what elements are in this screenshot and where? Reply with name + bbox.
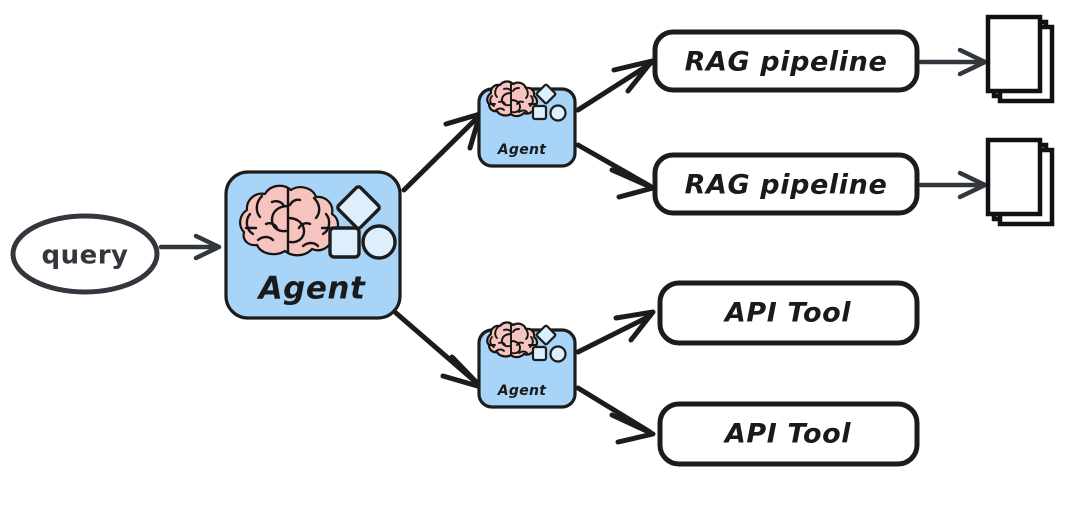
documents-icon	[985, 14, 1055, 104]
diamond-shape	[535, 324, 557, 346]
agent-main-label: Agent	[256, 271, 366, 307]
rag-pipeline-1-label: RAG pipeline	[685, 47, 888, 78]
rag-pipeline-2-box-shape	[652, 152, 920, 216]
edge-agent-sub-top-to-rag-pipeline-2	[575, 142, 656, 200]
node-api-tool-1[interactable]: API Tool	[657, 280, 920, 346]
node-agent-main[interactable]: Agent	[224, 170, 402, 320]
api-tool-2-label: API Tool	[723, 419, 851, 450]
square-shape	[531, 104, 548, 121]
document-page-front	[985, 137, 1043, 217]
diamond-shape	[336, 185, 381, 230]
edge-query-to-agent-main	[158, 233, 222, 261]
node-agent-sub-top[interactable]: Agent	[477, 80, 577, 168]
edge-agent-main-to-agent-sub-top	[401, 111, 483, 193]
node-api-tool-2[interactable]: API Tool	[657, 401, 920, 467]
api-tool-1-box-shape	[657, 280, 920, 346]
documents-icon	[985, 137, 1055, 227]
agent-sub-bottom-label: Agent	[497, 383, 548, 399]
edge-rag-pipeline-2-to-documents-2	[918, 170, 988, 200]
document-page-front	[985, 14, 1043, 94]
query-ellipse-shape	[10, 213, 160, 295]
node-documents-1[interactable]	[985, 14, 1055, 104]
edge-rag-pipeline-1-to-documents-1	[918, 47, 988, 77]
brain-icon	[239, 184, 340, 257]
edge-agent-sub-bottom-to-api-tool-2	[575, 385, 656, 445]
api-tool-1-label: API Tool	[723, 298, 851, 329]
agent-sub-top-label: Agent	[497, 142, 548, 158]
node-query[interactable]: query	[10, 213, 160, 295]
node-agent-sub-bottom[interactable]: Agent	[477, 321, 577, 409]
edge-agent-sub-top-to-rag-pipeline-1	[575, 58, 655, 113]
circle-shape	[549, 345, 567, 363]
square-shape	[328, 226, 361, 259]
rag-pipeline-1-box-shape	[652, 29, 920, 93]
square-shape	[531, 345, 548, 362]
node-rag-pipeline-2[interactable]: RAG pipeline	[652, 152, 920, 216]
shapes-icon	[531, 83, 567, 122]
api-tool-2-box-shape	[657, 401, 920, 467]
diamond-shape	[535, 83, 557, 105]
edge-agent-sub-bottom-to-api-tool-1	[575, 309, 656, 355]
edge-agent-main-to-agent-sub-bottom	[393, 310, 484, 390]
node-rag-pipeline-1[interactable]: RAG pipeline	[652, 29, 920, 93]
brain-icon	[486, 80, 539, 118]
circle-shape	[549, 104, 567, 122]
query-label: query	[41, 241, 128, 271]
shapes-icon	[531, 324, 567, 363]
shapes-icon	[328, 185, 397, 260]
brain-icon	[486, 321, 539, 359]
node-documents-2[interactable]	[985, 137, 1055, 227]
circle-shape	[361, 224, 397, 260]
rag-pipeline-2-label: RAG pipeline	[685, 170, 888, 201]
